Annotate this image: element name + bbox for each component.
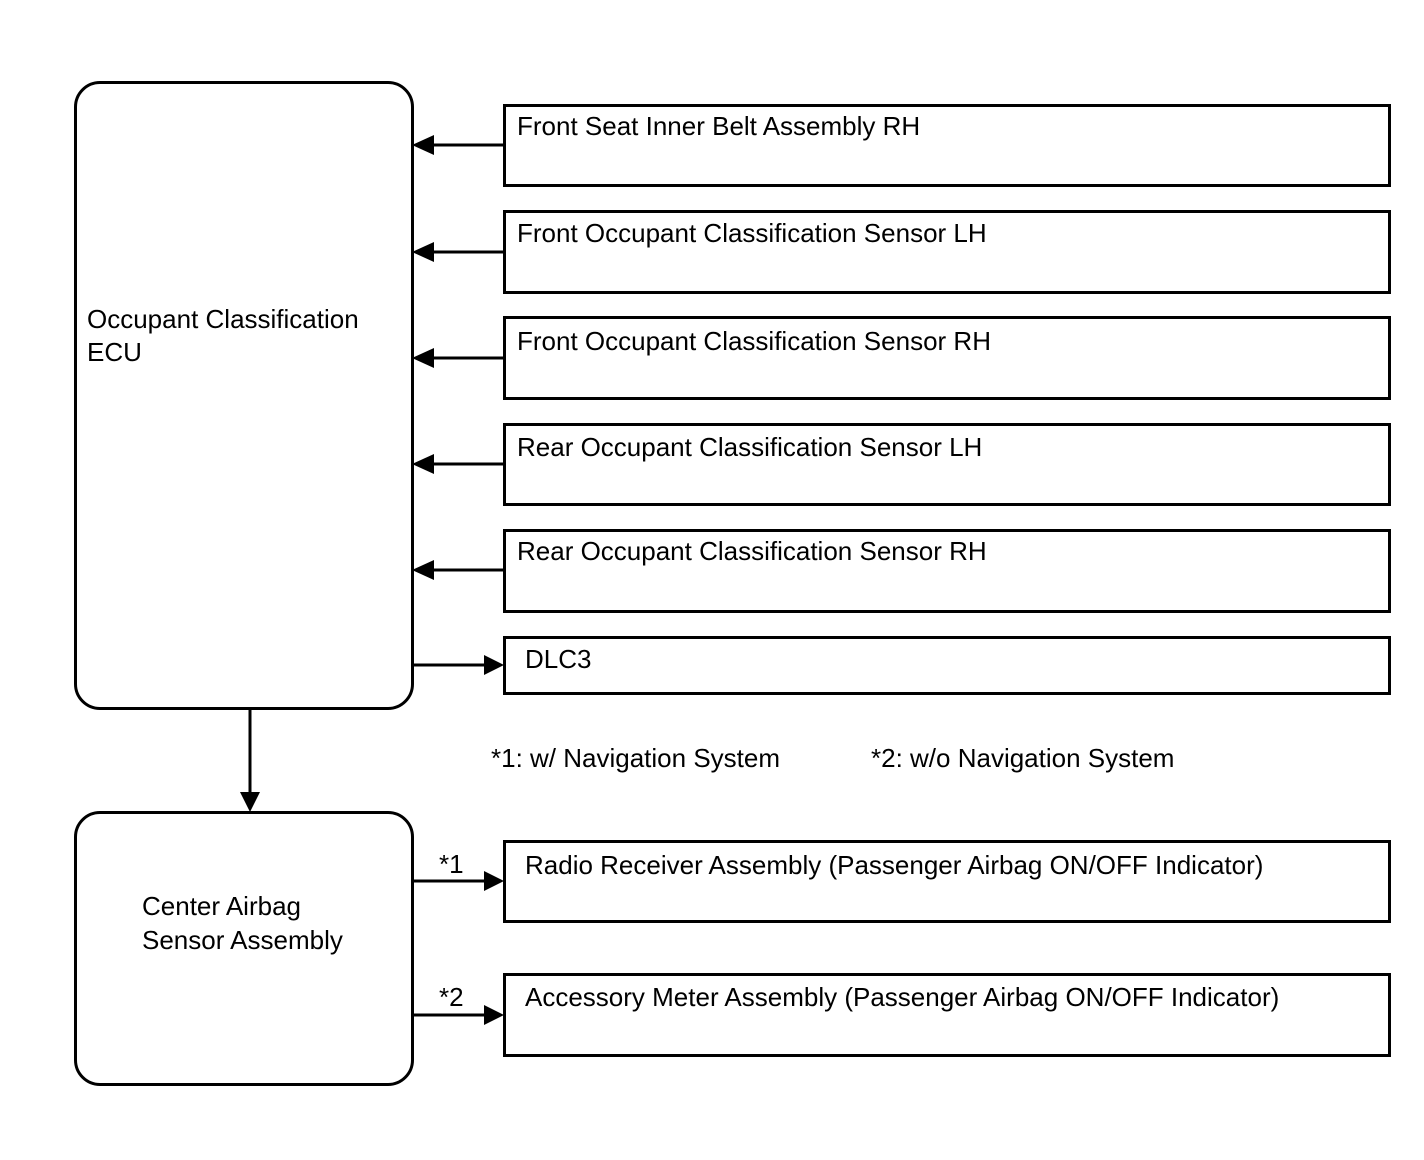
arrowhead-front-rh — [412, 348, 434, 368]
airbag-sensor-label-line1: Center Airbag — [142, 891, 301, 921]
arrowhead-front-lh — [412, 242, 434, 262]
front-occupant-sensor-lh-box — [503, 210, 1391, 294]
rear-occupant-sensor-lh-label: Rear Occupant Classification Sensor LH — [517, 432, 983, 462]
note-navigation-with: *1: w/ Navigation System — [491, 743, 781, 773]
arrowhead-rear-lh — [412, 454, 434, 474]
arrowhead-dlc3 — [484, 655, 504, 675]
mark-2: *2 — [439, 982, 464, 1012]
front-occupant-sensor-rh-box — [503, 316, 1391, 400]
front-occupant-sensor-rh-label: Front Occupant Classification Sensor RH — [517, 326, 991, 356]
occupant-ecu-label-line1: Occupant Classification — [87, 304, 359, 334]
accessory-meter-label: Accessory Meter Assembly (Passenger Airb… — [525, 982, 1280, 1012]
radio-receiver-label: Radio Receiver Assembly (Passenger Airba… — [525, 850, 1264, 880]
dlc3-label: DLC3 — [525, 644, 592, 674]
accessory-meter-box — [503, 973, 1391, 1057]
radio-receiver-box — [503, 840, 1391, 923]
rear-occupant-sensor-lh-box — [503, 423, 1391, 506]
arrowhead-rear-rh — [412, 560, 434, 580]
front-seat-inner-belt-rh-label: Front Seat Inner Belt Assembly RH — [517, 111, 921, 141]
airbag-sensor-label-line2: Sensor Assembly — [142, 925, 343, 955]
front-seat-inner-belt-rh-box — [503, 104, 1391, 187]
rear-occupant-sensor-rh-label: Rear Occupant Classification Sensor RH — [517, 536, 987, 566]
dlc3-box — [503, 636, 1391, 695]
arrowhead-belt — [412, 135, 434, 155]
mark-1: *1 — [439, 849, 464, 879]
occupant-ecu-label-line2: ECU — [87, 337, 142, 367]
arrowhead-airbag — [240, 792, 260, 812]
note-navigation-without: *2: w/o Navigation System — [871, 743, 1175, 773]
arrowhead-meter — [484, 1005, 504, 1025]
arrowhead-radio — [484, 871, 504, 891]
occupant-classification-ecu-box — [74, 81, 414, 710]
rear-occupant-sensor-rh-box — [503, 529, 1391, 613]
front-occupant-sensor-lh-label: Front Occupant Classification Sensor LH — [517, 218, 987, 248]
center-airbag-sensor-box — [74, 811, 414, 1086]
